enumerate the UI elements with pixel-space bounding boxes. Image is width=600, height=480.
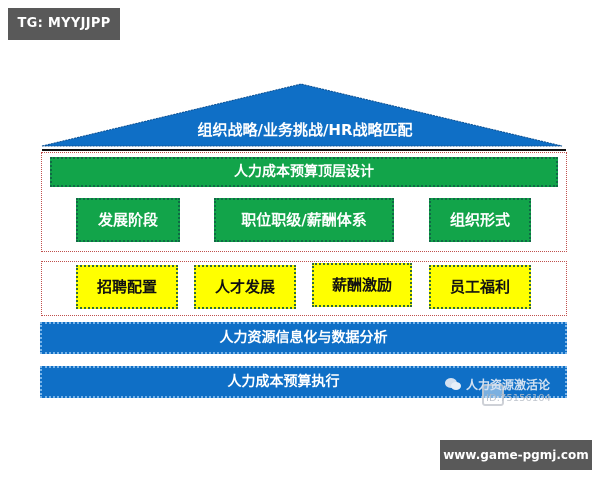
tier1-item-job-grade-pay-system: 职位职级/薪酬体系 <box>214 198 394 242</box>
tier1-item-development-stage: 发展阶段 <box>76 198 180 242</box>
tier1-frame <box>41 152 567 252</box>
roof-baseline <box>42 149 566 151</box>
bar-budget-execution: 人力成本预算执行 <box>40 366 567 398</box>
tier2-item-recruitment: 招聘配置 <box>76 265 178 309</box>
tier1-header: 人力成本预算顶层设计 <box>50 157 558 187</box>
site-url-label: www.game-pgmj.com <box>440 440 592 470</box>
tier2-item-employee-benefits: 员工福利 <box>429 265 531 309</box>
tg-watermark-label: TG: MYYJJPP <box>8 8 120 40</box>
watermark-account-id: ID:75156104 <box>486 393 551 404</box>
watermark-account-name: 人力资源激活论 <box>466 378 551 392</box>
roof-triangle <box>41 83 563 147</box>
wechat-icon <box>445 378 461 390</box>
tier2-item-talent-development: 人才发展 <box>194 265 296 309</box>
bar-hr-informatization: 人力资源信息化与数据分析 <box>40 322 567 354</box>
tier2-frame <box>41 261 567 316</box>
tier1-item-org-form: 组织形式 <box>429 198 531 242</box>
wechat-watermark: 人力资源激活论 ID:75156104 <box>440 373 600 413</box>
roof-title: 组织战略/业务挑战/HR战略匹配 <box>197 121 413 139</box>
tier2-item-compensation-incentive: 薪酬激励 <box>312 263 412 307</box>
toutiao-logo-icon <box>482 384 504 406</box>
